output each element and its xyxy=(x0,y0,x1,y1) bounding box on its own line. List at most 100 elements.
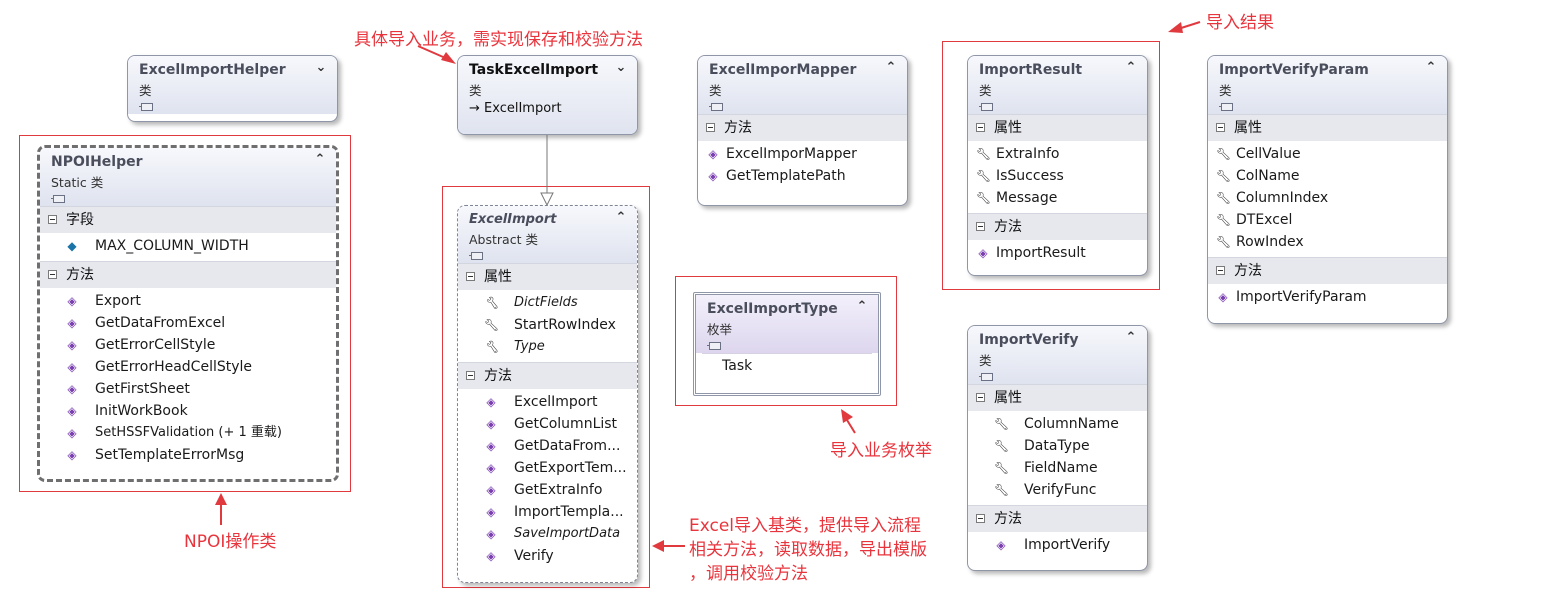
member-method[interactable]: ◈ImportVerify xyxy=(968,534,1147,556)
annotation-excel-import: Excel导入基类，提供导入流程 相关方法，读取数据，导出模版 ，调用校验方法 xyxy=(689,514,927,586)
method-cube-icon: ◈ xyxy=(67,294,77,308)
wrench-icon: 🔧︎ xyxy=(976,169,992,183)
wrench-icon: 🔧︎ xyxy=(484,296,500,310)
member-field[interactable]: ◆MAX_COLUMN_WIDTH xyxy=(40,235,336,257)
member-property[interactable]: 🔧︎ColName xyxy=(1208,165,1447,187)
section-properties[interactable]: 属性 xyxy=(1208,114,1447,141)
member-method[interactable]: ◈Verify xyxy=(458,545,637,567)
enum-value[interactable]: Task xyxy=(702,353,872,377)
member-property[interactable]: 🔧︎ColumnName xyxy=(968,413,1147,435)
member-method[interactable]: ◈ImportVerifyParam xyxy=(1208,286,1447,308)
double-chevron-up-icon[interactable]: ⌃ xyxy=(615,210,627,225)
member-name: DictFields xyxy=(514,295,578,310)
member-property[interactable]: 🔧︎ DictFields xyxy=(458,292,637,314)
class-kind: 类 xyxy=(469,83,482,98)
collapse-section-icon[interactable] xyxy=(466,272,475,281)
class-excel-impor-mapper[interactable]: ExcelImporMapper 类 ⌃ 方法 ◈ExcelImporMappe… xyxy=(697,55,908,206)
double-chevron-down-icon[interactable]: ⌄ xyxy=(615,60,627,75)
class-npoi-helper[interactable]: NPOIHelper Static 类 ⌃ 字段 ◆MAX_COLUMN_WID… xyxy=(37,145,339,482)
double-chevron-up-icon[interactable]: ⌃ xyxy=(1125,60,1137,75)
collapse-section-icon[interactable] xyxy=(706,123,715,132)
member-method[interactable]: ◈GetExportTem... xyxy=(458,457,637,479)
member-property[interactable]: 🔧︎VerifyFunc xyxy=(968,479,1147,501)
collapse-section-icon[interactable] xyxy=(976,222,985,231)
member-name: ImportVerify xyxy=(1024,537,1111,553)
member-name: GetExtraInfo xyxy=(514,482,603,498)
collapse-section-icon[interactable] xyxy=(976,123,985,132)
class-task-excel-import[interactable]: TaskExcelImport 类 → ExcelImport ⌄ xyxy=(457,55,638,135)
class-name: ExcelImport xyxy=(469,212,557,227)
member-method[interactable]: ◈GetColumnList xyxy=(458,413,637,435)
member-method[interactable]: ◈GetDataFrom... xyxy=(458,435,637,457)
class-import-result[interactable]: ImportResult 类 ⌃ 属性 🔧︎ExtraInfo 🔧︎IsSucc… xyxy=(967,55,1148,276)
collapse-section-icon[interactable] xyxy=(1216,123,1225,132)
collapse-section-icon[interactable] xyxy=(976,393,985,402)
member-method[interactable]: ◈GetErrorCellStyle xyxy=(40,334,336,356)
class-excel-import[interactable]: ExcelImport Abstract 类 ⌃ 属性 🔧︎DictFields… xyxy=(457,205,638,583)
section-methods[interactable]: 方法 xyxy=(968,505,1147,532)
member-property[interactable]: 🔧︎ColumnIndex xyxy=(1208,187,1447,209)
section-methods[interactable]: 方法 xyxy=(40,261,336,288)
section-properties[interactable]: 属性 xyxy=(458,263,637,290)
member-method[interactable]: ◈ExcelImporMapper xyxy=(698,143,907,165)
member-method[interactable]: ◈ImportTempla... xyxy=(458,501,637,523)
collapse-section-icon[interactable] xyxy=(466,371,475,380)
collapse-section-icon[interactable] xyxy=(48,215,57,224)
member-property[interactable]: 🔧︎Message xyxy=(968,187,1147,209)
class-import-verify[interactable]: ImportVerify 类 ⌃ 属性 🔧︎ColumnName 🔧︎DataT… xyxy=(967,325,1148,571)
inherit-arrow-icon: → xyxy=(469,101,485,116)
section-methods[interactable]: 方法 xyxy=(458,362,637,389)
class-import-verify-param[interactable]: ImportVerifyParam 类 ⌃ 属性 🔧︎CellValue 🔧︎C… xyxy=(1207,55,1448,324)
class-name: TaskExcelImport xyxy=(469,62,599,78)
member-property[interactable]: 🔧︎DataType xyxy=(968,435,1147,457)
section-properties[interactable]: 属性 xyxy=(968,384,1147,411)
double-chevron-down-icon[interactable]: ⌄ xyxy=(315,60,327,75)
member-property[interactable]: 🔧︎CellValue xyxy=(1208,143,1447,165)
double-chevron-up-icon[interactable]: ⌃ xyxy=(314,152,326,167)
member-method[interactable]: ◈GetTemplatePath xyxy=(698,165,907,187)
method-cube-icon: ◈ xyxy=(67,338,77,352)
member-method[interactable]: ◈ExcelImport xyxy=(458,391,637,413)
collapse-section-icon[interactable] xyxy=(48,270,57,279)
section-methods[interactable]: 方法 xyxy=(1208,257,1447,284)
member-name: GetExportTem... xyxy=(514,460,627,476)
member-property[interactable]: 🔧︎ExtraInfo xyxy=(968,143,1147,165)
method-cube-icon: ◈ xyxy=(67,404,77,418)
class-excel-import-type[interactable]: ExcelImportType 枚举 ⌃ Task xyxy=(693,292,881,396)
member-property[interactable]: 🔧︎DTExcel xyxy=(1208,209,1447,231)
member-property[interactable]: 🔧︎IsSuccess xyxy=(968,165,1147,187)
member-property[interactable]: 🔧︎Type xyxy=(458,336,637,358)
protected-method-icon: ◈ xyxy=(486,395,496,409)
member-method[interactable]: ◈InitWorkBook xyxy=(40,400,336,422)
method-cube-icon: ◈ xyxy=(978,246,988,260)
member-method[interactable]: ◈GetExtraInfo xyxy=(458,479,637,501)
section-fields[interactable]: 字段 xyxy=(40,206,336,233)
member-name: StartRowIndex xyxy=(514,317,616,333)
member-property[interactable]: 🔧︎FieldName xyxy=(968,457,1147,479)
method-cube-icon: ◈ xyxy=(486,527,496,541)
member-method[interactable]: ◈GetDataFromExcel xyxy=(40,312,336,334)
section-methods[interactable]: 方法 xyxy=(698,114,907,141)
member-name: GetDataFrom... xyxy=(514,438,621,454)
method-cube-icon: ◈ xyxy=(67,360,77,374)
collapse-section-icon[interactable] xyxy=(976,514,985,523)
member-method[interactable]: ◈GetErrorHeadCellStyle xyxy=(40,356,336,378)
collapse-section-icon[interactable] xyxy=(1216,266,1225,275)
double-chevron-up-icon[interactable]: ⌃ xyxy=(1125,330,1137,345)
double-chevron-up-icon[interactable]: ⌃ xyxy=(1425,60,1437,75)
member-method[interactable]: ◈SetHSSFValidation (+ 1 重载) xyxy=(40,422,336,444)
member-method[interactable]: ◈SaveImportData xyxy=(458,523,637,545)
member-method[interactable]: ◈SetTemplateErrorMsg xyxy=(40,444,336,466)
class-header: ExcelImportHelper 类 ⌄ xyxy=(128,56,337,114)
section-properties[interactable]: 属性 xyxy=(968,114,1147,141)
double-chevron-up-icon[interactable]: ⌃ xyxy=(885,60,897,75)
class-excel-import-helper[interactable]: ExcelImportHelper 类 ⌄ xyxy=(127,55,338,122)
member-property[interactable]: 🔧︎StartRowIndex xyxy=(458,314,637,336)
section-methods[interactable]: 方法 xyxy=(968,213,1147,240)
member-property[interactable]: 🔧︎RowIndex xyxy=(1208,231,1447,253)
arrow-head-icon xyxy=(215,493,227,505)
member-method[interactable]: ◈Export xyxy=(40,290,336,312)
member-method[interactable]: ◈ImportResult xyxy=(968,242,1147,264)
member-method[interactable]: ◈GetFirstSheet xyxy=(40,378,336,400)
double-chevron-up-icon[interactable]: ⌃ xyxy=(856,299,868,314)
